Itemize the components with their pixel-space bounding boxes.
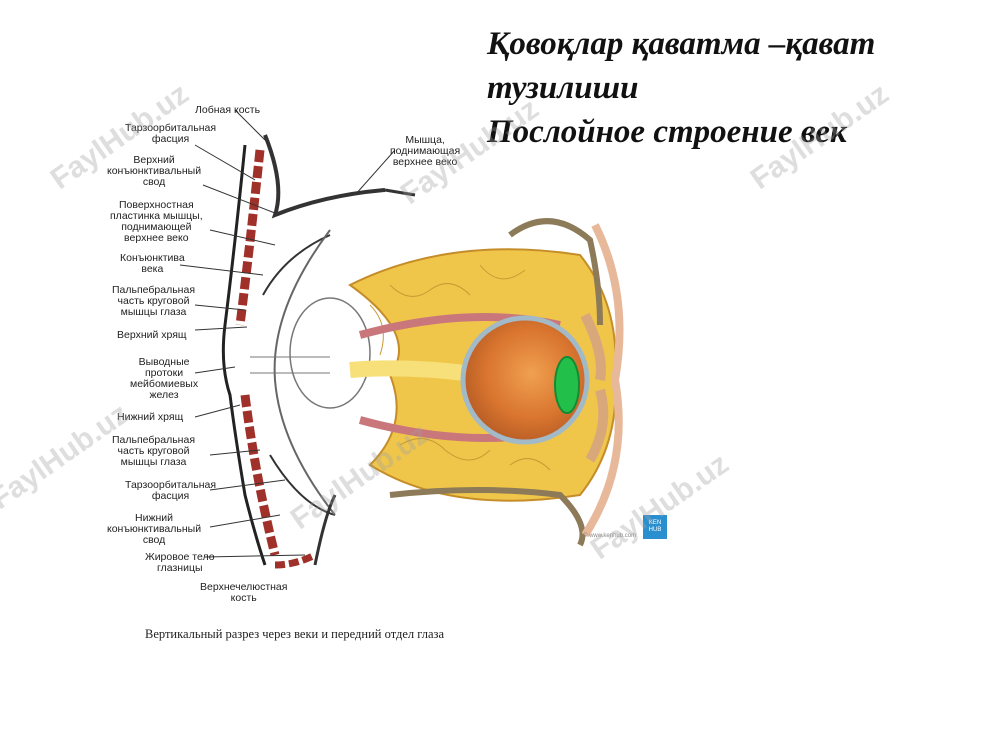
title-line-3: Послойное строение век <box>487 114 847 150</box>
kenhub-logo: KEN HUB <box>643 515 667 539</box>
label-palpebral-orbicularis-top: Пальпебральная часть круговой мышцы глаз… <box>112 284 196 318</box>
label-tarsoorbital-fascia-top: Тарзоорбитальная фасция <box>125 122 217 145</box>
label-tarsoorbital-fascia-bottom: Тарзоорбитальная фасция <box>125 479 217 502</box>
eyelid-section-drawing <box>179 109 416 569</box>
label-upper-tarsus: Верхний хрящ <box>117 329 187 341</box>
eye-sagittal-drawing <box>348 218 624 547</box>
label-lower-tarsus: Нижний хрящ <box>117 411 184 423</box>
kenhub-credit: © www.kenhub.com <box>583 533 637 539</box>
label-meibomian-ducts: Выводные протоки мейбомиевых желез <box>130 356 199 401</box>
label-eyelid-conjunctiva: Конъюнктива века <box>120 252 185 275</box>
slide-title: Қовоқлар қаватма –қават тузилиши Послойн… <box>487 22 987 154</box>
eyelid-section-diagram: Лобная кость Тарзоорбитальная фасция Вер… <box>85 95 495 640</box>
label-orbital-fat: Жировое тело глазницы <box>145 551 215 574</box>
label-levator-muscle: Мышца, поднимающая верхнее веко <box>390 134 461 168</box>
label-palpebral-orbicularis-bottom: Пальпебральная часть круговой мышцы глаз… <box>112 434 196 468</box>
title-line-1: Қовоқлар қаватма –қават <box>487 26 876 62</box>
kenhub-eye-illustration <box>330 195 650 555</box>
label-upper-conjunctival-fornix: Верхний конъюнктивальный свод <box>107 154 202 188</box>
label-frontal-bone: Лобная кость <box>195 104 261 116</box>
label-lower-conjunctival-fornix: Нижний конъюнктивальный свод <box>107 512 202 546</box>
figure-caption: Вертикальный разрез через веки и передни… <box>145 627 445 641</box>
label-levator-superficial-lamina: Поверхностная пластинка мышцы, поднимающ… <box>110 199 203 244</box>
title-line-2: тузилиши <box>487 70 639 106</box>
label-maxillary-bone: Верхнечелюстная кость <box>200 581 288 604</box>
